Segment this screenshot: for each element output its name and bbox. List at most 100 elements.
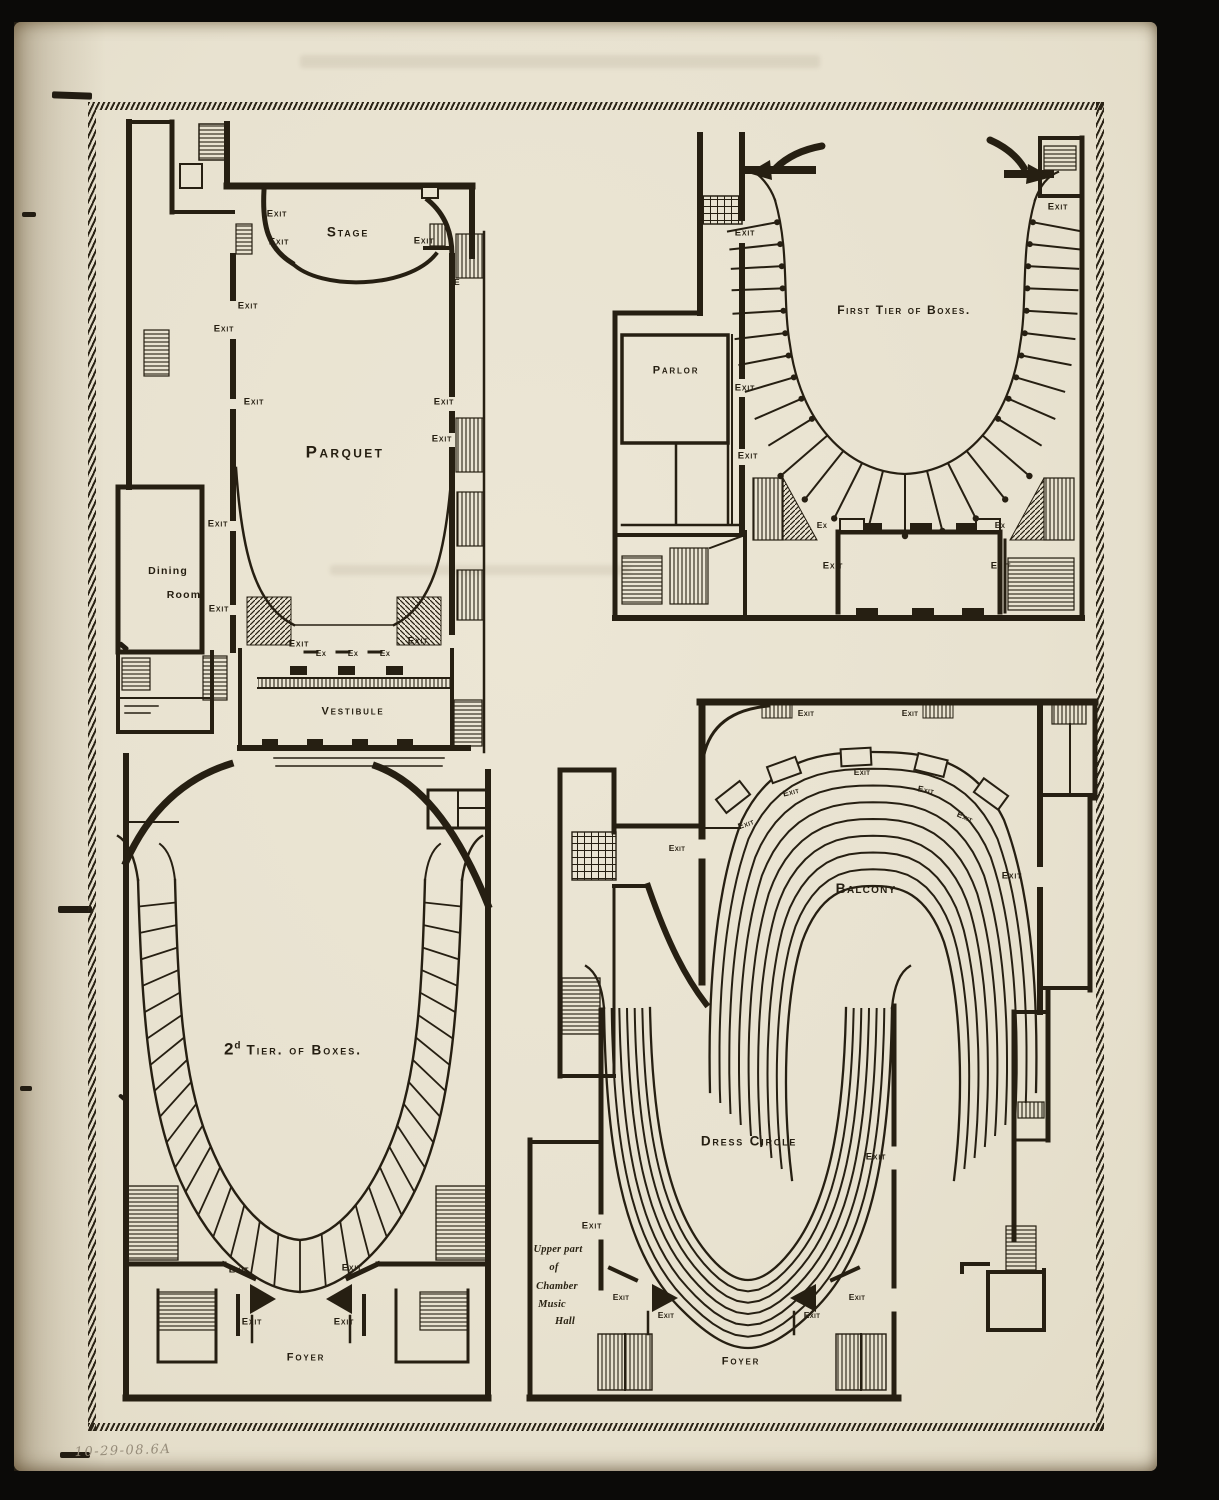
generated-line xyxy=(139,924,177,934)
dining-room-label-line1: Dining xyxy=(148,564,188,577)
generated-line xyxy=(320,1233,327,1287)
generated-line xyxy=(633,1007,863,1304)
generated-line xyxy=(174,1125,204,1169)
ex-label: Ex xyxy=(347,647,359,658)
chamber-note-line2: of xyxy=(549,1261,559,1273)
generated-line xyxy=(1023,309,1078,315)
balcony-label: Balcony xyxy=(835,880,897,896)
seat-blob xyxy=(785,352,792,359)
seat-blob xyxy=(901,532,909,540)
exit-label: Exit xyxy=(228,1264,250,1276)
scanned-page xyxy=(14,22,1157,1471)
seat-blob xyxy=(1023,307,1030,314)
stage-label: Stage xyxy=(326,224,370,240)
generated-line xyxy=(142,969,179,987)
generated-line xyxy=(726,220,781,233)
seat-blob xyxy=(777,241,784,248)
generated-line xyxy=(408,1081,441,1118)
parquet-walls xyxy=(115,119,486,767)
chamber-note-line1: Upper part xyxy=(533,1243,583,1255)
generated-line xyxy=(423,924,461,934)
generated-line xyxy=(1021,331,1076,341)
seat-blob xyxy=(808,415,815,422)
generated-line xyxy=(422,946,460,961)
generated-line xyxy=(947,462,977,519)
generated-line xyxy=(153,1059,188,1092)
generated-line xyxy=(995,416,1043,447)
exit-label: Exit xyxy=(433,396,455,408)
seat-blob xyxy=(939,527,946,535)
exit-label: Exit xyxy=(413,235,435,247)
stitch xyxy=(22,212,36,217)
generated-line xyxy=(610,1007,886,1338)
exit-label: Exit xyxy=(341,1262,363,1274)
seat-blob xyxy=(995,415,1002,422)
seat-blob xyxy=(798,395,805,402)
seat-blob xyxy=(777,472,784,480)
exit-label: Exit xyxy=(1047,201,1069,213)
generated-line xyxy=(396,1125,426,1169)
generated-line xyxy=(144,991,181,1013)
page-border-top xyxy=(88,102,1104,110)
generated-line xyxy=(424,901,462,908)
exit-label: Exit xyxy=(581,1220,603,1232)
seat-blob xyxy=(1024,285,1031,292)
seat-blob xyxy=(1026,241,1033,248)
seat-blob xyxy=(864,527,871,535)
generated-line xyxy=(732,309,787,315)
generated-line xyxy=(766,851,980,1159)
chamber-note-line5: Hall xyxy=(554,1315,576,1327)
generated-line xyxy=(417,1014,454,1040)
seat-blob xyxy=(1025,263,1032,270)
generated-line xyxy=(754,396,805,421)
generated-line xyxy=(379,1166,403,1216)
ex-label: Ex xyxy=(379,647,391,658)
generated-line xyxy=(149,1036,185,1066)
chamber-note-line3: Chamber xyxy=(536,1280,578,1292)
first-tier-plan-drawing xyxy=(612,132,1085,621)
seat-blob xyxy=(1005,395,1012,402)
seat-blob xyxy=(778,263,785,270)
dining-room-label-line2: Room xyxy=(166,588,202,601)
generated-line xyxy=(1026,242,1081,251)
parlor-label: Parlor xyxy=(652,364,700,377)
stitch xyxy=(58,906,92,913)
seat-blob xyxy=(1018,352,1025,359)
dress-circle-label: Dress Circle xyxy=(700,1133,798,1149)
generated-line xyxy=(367,1186,388,1238)
exit-label: Exit xyxy=(612,1291,630,1302)
balcony-plan-drawing xyxy=(526,698,1099,1402)
generated-line xyxy=(229,1204,246,1258)
generated-line xyxy=(165,1103,197,1144)
seat-blob xyxy=(1026,472,1033,480)
generated-line xyxy=(1025,265,1080,270)
page-border-left xyxy=(88,102,96,1431)
exit-label: Exit xyxy=(734,382,756,394)
ex-label: Ex xyxy=(315,647,327,658)
generated-line xyxy=(1018,353,1072,367)
generated-line xyxy=(1013,375,1066,393)
generated-line xyxy=(419,991,456,1013)
generated-line xyxy=(626,1007,870,1316)
exit-label: Exit xyxy=(734,227,756,239)
exit-label: Exit xyxy=(990,560,1012,572)
stitch xyxy=(20,1086,32,1091)
seat-blob xyxy=(780,307,787,314)
foyer-label: Foyer xyxy=(721,1355,761,1368)
generated-line xyxy=(618,1007,878,1327)
generated-line xyxy=(146,1014,183,1040)
seat-blob xyxy=(1013,374,1020,381)
generated-line xyxy=(138,901,176,908)
exit-label: Exit xyxy=(208,603,230,615)
exit-label: Exit xyxy=(407,635,429,647)
stitch xyxy=(51,91,93,100)
seat-blob xyxy=(1029,219,1036,226)
generated-line xyxy=(981,434,1031,477)
seat-blob xyxy=(1002,496,1009,503)
exit-label: Exit xyxy=(207,518,229,530)
exit-label: Exit xyxy=(237,300,259,312)
exit-label: Exit xyxy=(266,208,288,220)
ink-showthrough xyxy=(300,55,820,68)
generated-line xyxy=(926,470,944,532)
